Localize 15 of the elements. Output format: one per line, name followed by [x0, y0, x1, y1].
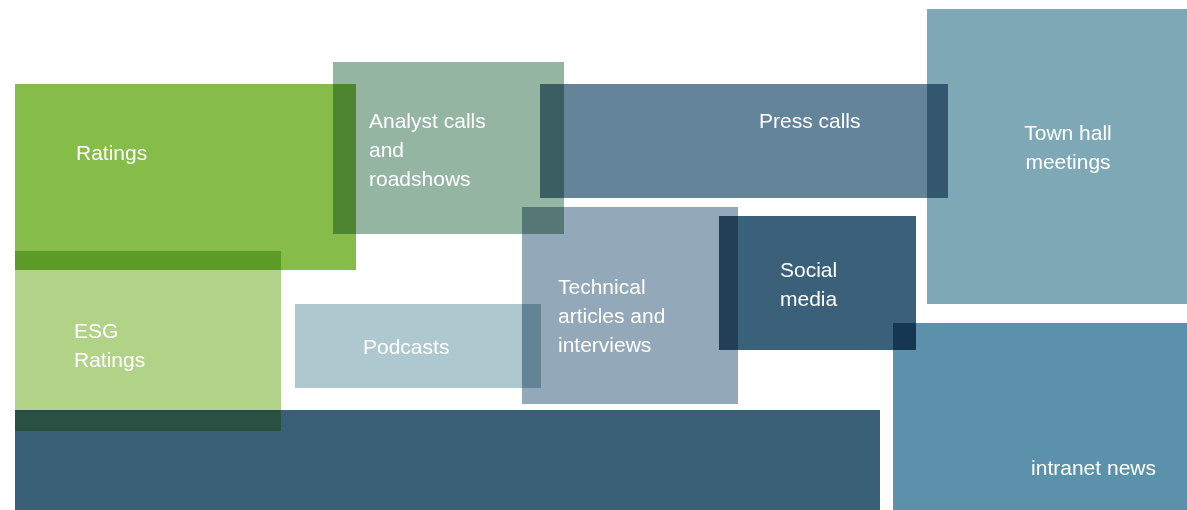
panel	[719, 216, 916, 350]
panel-label: Press calls	[759, 108, 862, 134]
panel-label: Podcasts	[363, 334, 451, 360]
panel-label: Technical articles and interviews	[558, 274, 667, 358]
panel-label: Social media	[780, 257, 839, 312]
panel	[333, 62, 564, 234]
panel-label: Analyst calls and roadshows	[369, 108, 487, 192]
panel-label: Ratings	[76, 140, 149, 166]
panel	[15, 410, 880, 510]
panel	[522, 207, 738, 404]
panel-label: Town hall meetings	[1023, 120, 1113, 175]
panel-label: ESG Ratings	[74, 318, 147, 373]
panel	[893, 323, 1187, 510]
panel	[927, 9, 1187, 304]
panel-label: intranet news	[1030, 455, 1156, 481]
